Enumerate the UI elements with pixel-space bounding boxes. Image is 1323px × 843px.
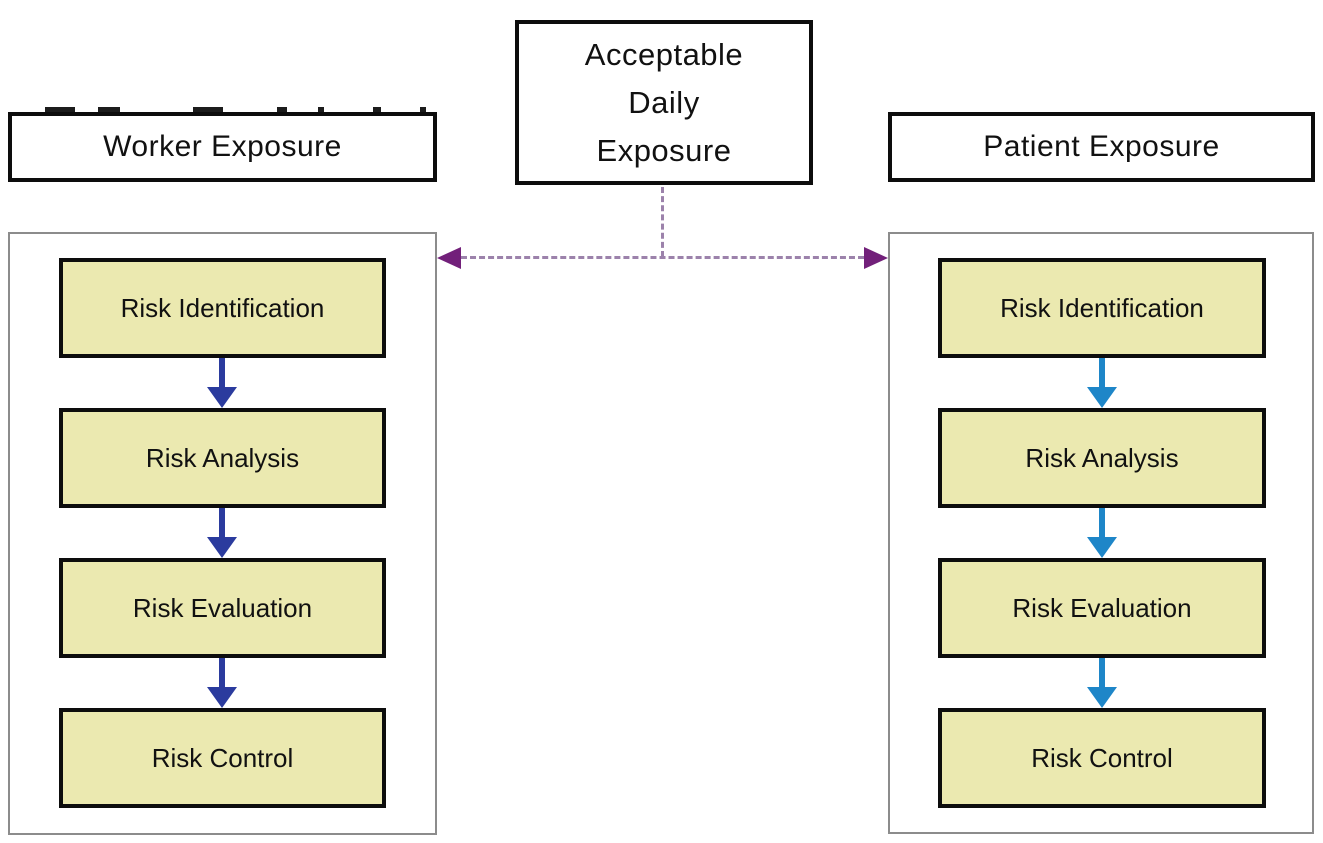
step-label: Risk Identification [120,292,325,323]
connector-right-arrowhead-icon [864,247,888,269]
worker-step-risk-analysis: Risk Analysis [59,408,386,508]
worker-exposure-header-box: Worker Exposure [8,112,437,182]
step-label: Risk Evaluation [1012,592,1192,623]
ade-line-1: Acceptable [584,36,744,72]
down-arrow-icon [1087,658,1117,708]
down-arrow-icon [207,508,237,558]
connector-left-arrowhead-icon [437,247,461,269]
patient-exposure-header-box: Patient Exposure [888,112,1315,182]
connector-horizontal-dashed-line [461,256,864,259]
step-label: Risk Control [1031,742,1173,773]
down-arrow-icon [207,658,237,708]
step-label: Risk Analysis [145,442,300,473]
patient-exposure-label: Patient Exposure [983,130,1220,163]
step-label: Risk Analysis [1025,442,1179,473]
patient-step-risk-identification: Risk Identification [938,258,1266,358]
worker-exposure-label: Worker Exposure [103,130,342,163]
worker-step-risk-control: Risk Control [59,708,386,808]
down-arrow-icon [1087,358,1117,408]
ade-line-3: Exposure [596,132,732,168]
acceptable-daily-exposure-box: Acceptable Daily Exposure [515,20,813,185]
step-label: Risk Identification [1000,292,1204,323]
worker-step-risk-evaluation: Risk Evaluation [59,558,386,658]
patient-step-risk-control: Risk Control [938,708,1266,808]
ade-line-2: Daily [628,84,700,120]
patient-step-risk-evaluation: Risk Evaluation [938,558,1266,658]
down-arrow-icon [1087,508,1117,558]
connector-vertical-dashed-line [661,187,664,257]
step-label: Risk Control [151,742,294,773]
step-label: Risk Evaluation [132,592,313,623]
down-arrow-icon [207,358,237,408]
patient-step-risk-analysis: Risk Analysis [938,408,1266,508]
worker-step-risk-identification: Risk Identification [59,258,386,358]
